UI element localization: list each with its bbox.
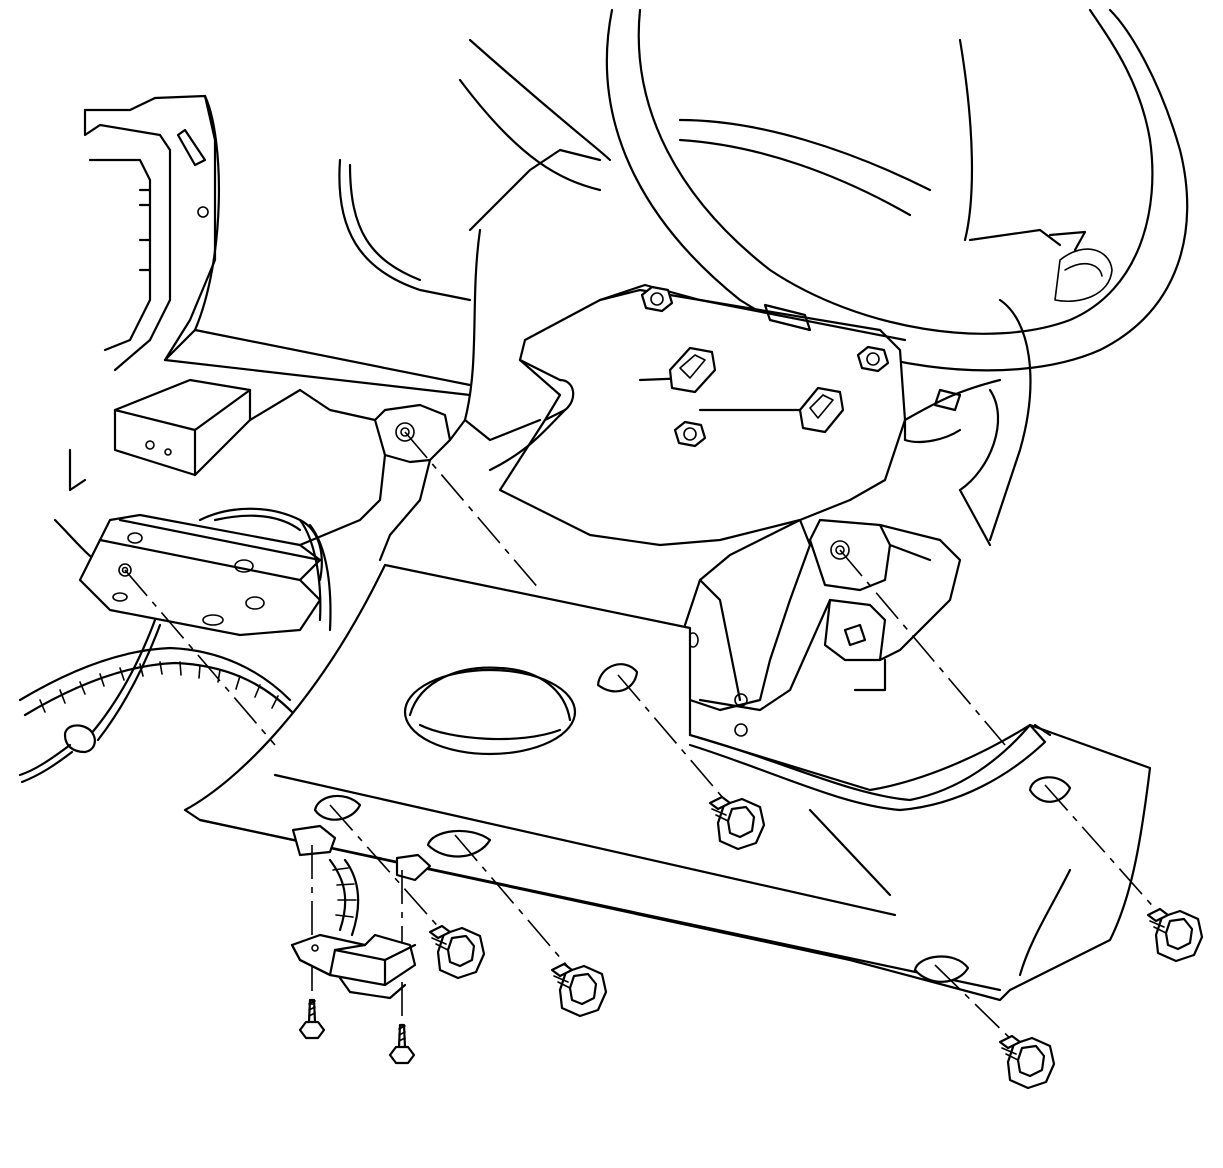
bolster-bolt-3 — [550, 962, 608, 1018]
column-stud-right — [798, 386, 845, 434]
left-bolster-bracket — [298, 388, 467, 562]
bolster-bolt-2 — [428, 924, 486, 980]
steering-wheel — [458, 8, 1189, 372]
bolster-fastener-holes — [291, 663, 1072, 983]
bolster-bolt-1 — [708, 795, 766, 851]
connector-screw-2 — [388, 1023, 416, 1065]
left-module-box — [113, 378, 302, 477]
steering-column-support — [338, 148, 1032, 547]
knee-bolster-panel — [183, 563, 1152, 1002]
column-nut-top — [640, 285, 674, 313]
column-stud-left — [668, 346, 717, 394]
connector-screw-1 — [298, 998, 326, 1040]
right-bolster-bracket — [808, 518, 962, 692]
column-nut-right — [856, 345, 890, 373]
left-dash-frame — [53, 94, 472, 572]
wiring-harness — [18, 518, 332, 784]
bolster-bolt-4 — [1146, 907, 1204, 963]
bolster-bolt-5 — [998, 1034, 1056, 1090]
column-nut-bottom — [673, 420, 707, 448]
connector-module — [290, 858, 417, 1000]
center-lower-brace — [678, 518, 832, 737]
left-lower-rail — [78, 507, 323, 637]
